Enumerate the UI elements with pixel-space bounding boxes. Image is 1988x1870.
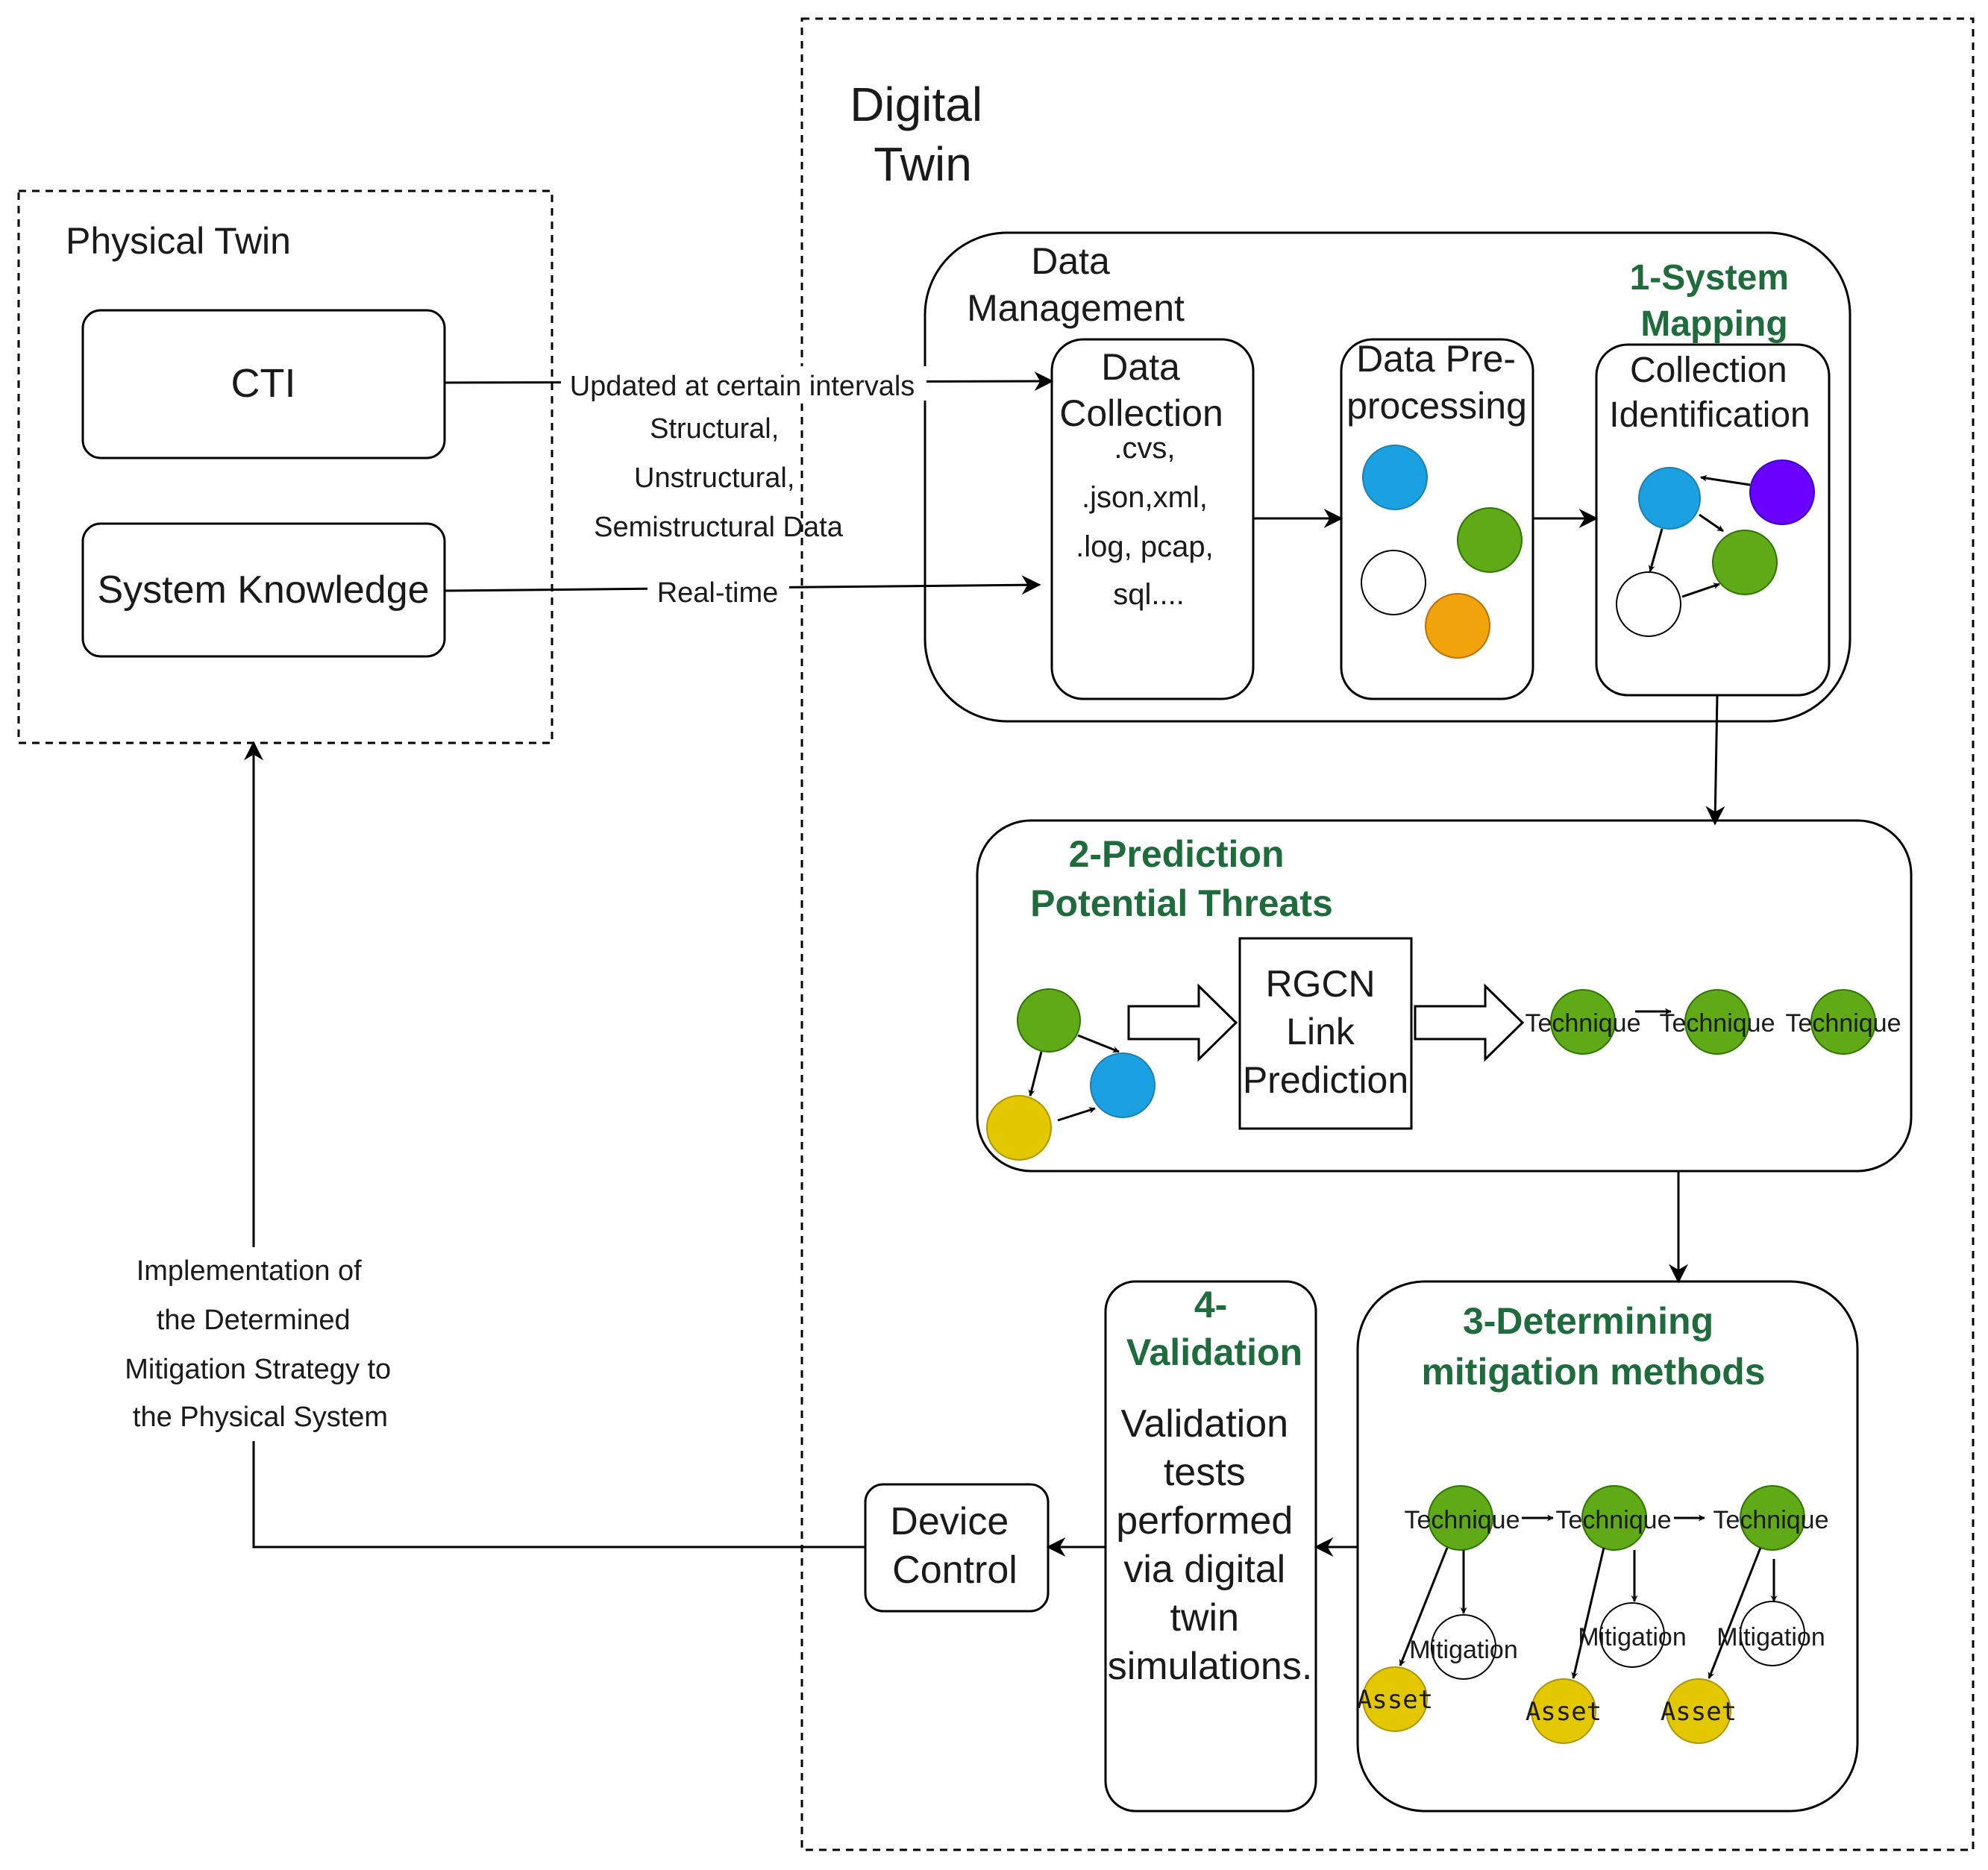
asset-node-2: [1531, 1678, 1596, 1744]
predicted-technique-node-2: [1684, 989, 1750, 1055]
prediction-heading: 2-Prediction Potential Threats: [1030, 833, 1333, 924]
mapping-edge-blue-white: [1648, 528, 1664, 572]
mitigation-technique-node-3: [1740, 1485, 1805, 1551]
rgcn-link-prediction-label: RGCN Link Prediction: [1243, 963, 1408, 1101]
technique1-to-asset1-edge: [1399, 1547, 1449, 1666]
asset-label-1: Asset: [1357, 1685, 1433, 1715]
collection-identification-title: Collection Identification: [1609, 351, 1810, 435]
predicted-technique-label-3: Technique: [1785, 1009, 1901, 1038]
mitigation-technique-label-3: Technique: [1713, 1506, 1828, 1534]
prediction-box: [976, 819, 1913, 1173]
mitigation-node-2: [1599, 1602, 1665, 1668]
device-control-label: Device Control: [890, 1500, 1019, 1592]
mitigation-label-3: Mitigation: [1716, 1623, 1825, 1651]
feedback-label-bg: [104, 1247, 418, 1441]
preprocessing-node-blue: [1362, 445, 1428, 510]
prediction-input-node-yellow: [986, 1095, 1052, 1161]
data-management-title: Data Management: [967, 240, 1185, 329]
prediction-edge-yellow-blue: [1057, 1107, 1096, 1122]
asset-label-2: Asset: [1526, 1697, 1602, 1727]
mapping-edge-purple-blue: [1700, 474, 1751, 486]
mapping-node-green: [1712, 530, 1778, 595]
block-arrow-to-rgcn: [1127, 983, 1238, 1062]
data-management-box: [924, 231, 1851, 723]
prediction-input-node-blue: [1090, 1052, 1156, 1118]
cti-box[interactable]: [81, 309, 446, 459]
mitigation-technique-node-1: [1428, 1485, 1493, 1551]
system-knowledge-label: System Knowledge: [97, 568, 429, 612]
real-time-label-bg: [647, 574, 789, 607]
data-types-label: Structural, Unstructural, Semistructural…: [594, 413, 844, 543]
mitigation-technique-node-2: [1581, 1485, 1647, 1551]
mapping-node-purple: [1749, 459, 1815, 525]
mitigation-technique-label-2: Technique: [1555, 1506, 1671, 1534]
validation-heading: 4- Validation: [1126, 1284, 1302, 1373]
asset-node-1: [1362, 1666, 1428, 1732]
mapping-node-blue: [1638, 467, 1701, 530]
preprocessing-node-white: [1361, 550, 1426, 615]
preprocessing-node-green: [1457, 507, 1523, 573]
technique2-to-asset2-edge: [1571, 1547, 1605, 1679]
data-preprocessing-title: Data Pre- processing: [1346, 338, 1527, 427]
system-mapping-heading: 1-System Mapping: [1630, 258, 1799, 344]
mapping-to-prediction-arrow: [1705, 694, 1725, 826]
rgcn-link-prediction-box[interactable]: [1238, 937, 1413, 1130]
mapping-edge-blue-green: [1699, 513, 1724, 533]
cti-edge-label: Updated at certain intervals: [570, 371, 915, 402]
digital-twin-title: Digital Twin: [850, 78, 996, 191]
cti-label: CTI: [231, 361, 296, 406]
predicted-technique-label-2: Technique: [1659, 1009, 1775, 1038]
asset-label-3: Asset: [1661, 1697, 1737, 1727]
mapping-edge-white-green: [1681, 583, 1720, 598]
physical-twin-container: [17, 189, 554, 744]
digital-twin-container: [800, 17, 1975, 1851]
data-formats-list: .cvs, .json,xml, .log, pcap, sql....: [1076, 432, 1222, 611]
mitigation-heading: 3-Determining mitigation methods: [1421, 1300, 1765, 1393]
feedback-label: Implementation of the Determined Mitigat…: [125, 1255, 399, 1433]
cti-edge-label-bg: [561, 366, 926, 401]
mitigation-label-2: Mitigation: [1578, 1623, 1687, 1651]
predicted-technique-node-3: [1810, 989, 1876, 1055]
preprocessing-node-orange: [1425, 593, 1490, 659]
prediction-input-node-green: [1017, 988, 1081, 1052]
prediction-edge-green-yellow: [1028, 1051, 1043, 1096]
technique3-to-asset3-edge: [1708, 1547, 1762, 1679]
prediction-edge-green-blue: [1077, 1034, 1120, 1053]
block-arrow-from-rgcn: [1414, 983, 1525, 1062]
mitigation-label-1: Mitigation: [1409, 1636, 1518, 1664]
asset-node-3: [1666, 1678, 1731, 1744]
data-collection-title: Data Collection: [1059, 346, 1223, 434]
feedback-to-physical-twin-arrow: [244, 741, 865, 1549]
mitigation-node-1: [1431, 1614, 1496, 1680]
mapping-node-white: [1616, 571, 1681, 637]
predicted-technique-node-1: [1550, 989, 1616, 1055]
validation-description: Validation tests performed via digital t…: [1108, 1402, 1313, 1688]
mitigation-technique-label-1: Technique: [1404, 1506, 1520, 1534]
predicted-technique-label-1: Technique: [1525, 1009, 1640, 1038]
physical-twin-title: Physical Twin: [66, 220, 291, 262]
real-time-label: Real-time: [657, 577, 779, 609]
